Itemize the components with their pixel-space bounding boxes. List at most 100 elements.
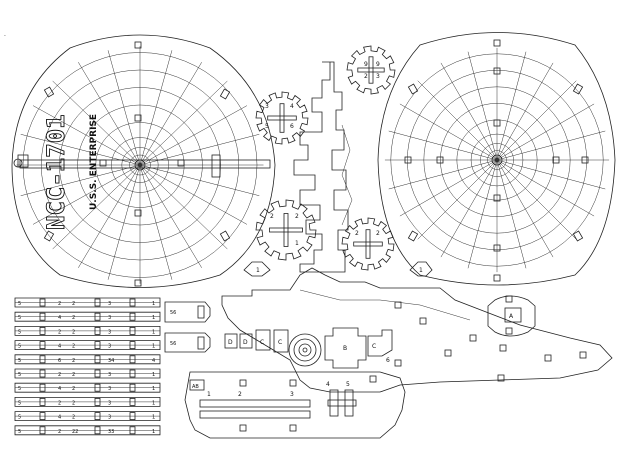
- saucer-spoke: [496, 159, 595, 217]
- svg-text:2: 2: [355, 230, 359, 237]
- svg-text:NCC-1701: NCC-1701: [42, 114, 70, 230]
- strip-label: 1: [152, 315, 155, 321]
- strip-label: 2: [72, 329, 75, 335]
- left-saucer: NCC-1701 U.S.S. ENTERPRISE: [11, 34, 276, 288]
- svg-text:1: 1: [295, 240, 299, 247]
- svg-text:AB: AB: [192, 384, 199, 390]
- saucer-spoke: [107, 50, 141, 166]
- saucer-spoke: [440, 62, 498, 161]
- connector-strip: 5 4 2 3 1: [14, 311, 161, 322]
- gear-slot: [283, 213, 289, 247]
- right-saucer: [377, 32, 616, 286]
- gear-slot: [353, 241, 383, 247]
- svg-text:5: 5: [265, 123, 269, 130]
- strip-label: 4: [58, 315, 61, 321]
- saucer-spoke: [78, 164, 141, 268]
- strip-label: 4: [58, 344, 61, 350]
- strip-label: 6: [58, 358, 61, 364]
- svg-text:C: C: [278, 339, 282, 346]
- strip-label: 1: [152, 329, 155, 335]
- saucer-spoke: [139, 105, 248, 166]
- strip-label: 5: [18, 315, 21, 321]
- strip-label: 5: [18, 400, 21, 406]
- svg-text:9: 9: [376, 61, 380, 68]
- ship-name: U.S.S. ENTERPRISE: [89, 114, 99, 210]
- gear-left-top: 3 4 5 6: [255, 91, 309, 145]
- saucer-spoke: [139, 50, 173, 166]
- gear-slot: [368, 56, 374, 84]
- strip-label: 3: [108, 344, 111, 350]
- strip-label: 2: [72, 415, 75, 421]
- saucer-spoke: [107, 164, 141, 280]
- gear-top-right: 9 9 2 3: [346, 45, 396, 95]
- saucer-spoke: [139, 164, 228, 250]
- strip-label: 5: [18, 329, 21, 335]
- saucer-spoke: [417, 159, 498, 240]
- saucer-spoke: [32, 164, 141, 225]
- strip-label: 5: [18, 358, 21, 364]
- svg-text:B: B: [343, 345, 347, 352]
- svg-text:6: 6: [290, 123, 294, 130]
- strip-label: 2: [72, 315, 75, 321]
- strip-label: 2: [72, 344, 75, 350]
- strip-label: 2: [72, 372, 75, 378]
- central-spine: [293, 61, 353, 273]
- strip-label: 2: [72, 358, 75, 364]
- strip-label: 5: [18, 415, 21, 421]
- strip-label: 3: [108, 400, 111, 406]
- svg-text:2: 2: [376, 230, 380, 237]
- svg-text:9: 9: [364, 61, 368, 68]
- saucer-spoke: [388, 130, 498, 161]
- svg-text:2: 2: [270, 213, 274, 220]
- svg-text:6: 6: [386, 357, 390, 364]
- svg-text:4: 4: [326, 381, 330, 388]
- svg-text:2: 2: [295, 213, 299, 220]
- strip-label: 3: [108, 372, 111, 378]
- saucer-spoke: [496, 159, 554, 258]
- gear-slot: [365, 229, 371, 259]
- saucer-spoke: [139, 164, 248, 225]
- svg-text:D: D: [228, 339, 233, 346]
- strip-label: 2: [58, 429, 61, 435]
- svg-text:3: 3: [265, 103, 269, 110]
- svg-text:56: 56: [170, 341, 176, 347]
- svg-text:U.S.S. ENTERPRISE: U.S.S. ENTERPRISE: [89, 114, 99, 210]
- svg-text:1: 1: [419, 267, 423, 274]
- strip-label: 1: [152, 301, 155, 307]
- saucer-spoke: [52, 164, 141, 250]
- strip-label: 5: [18, 386, 21, 392]
- saucer-spoke: [139, 164, 173, 280]
- svg-text:4: 4: [290, 103, 294, 110]
- strip-label: 2: [72, 400, 75, 406]
- svg-text:D: D: [243, 339, 248, 346]
- small-parts-row: 1 1: [243, 261, 433, 277]
- saucer-spoke: [399, 103, 498, 161]
- saucer-spoke: [496, 159, 527, 269]
- svg-text:3: 3: [290, 391, 294, 398]
- strip-label: 1: [152, 344, 155, 350]
- svg-text:C: C: [260, 339, 264, 346]
- gear-outline: [346, 45, 396, 95]
- saucer-spoke: [139, 164, 260, 196]
- svg-text:1: 1: [256, 267, 260, 274]
- saucer-spoke: [399, 159, 498, 217]
- saucer-spoke: [417, 80, 498, 161]
- svg-text:5: 5: [346, 381, 350, 388]
- saucer-spoke: [496, 159, 606, 190]
- svg-text:2: 2: [238, 391, 242, 398]
- gear-slot: [279, 103, 285, 133]
- strip-label: 3: [108, 315, 111, 321]
- side-tab-upper: 56: [164, 301, 211, 323]
- gear-outline: [255, 199, 317, 261]
- strip-label: 1: [152, 386, 155, 392]
- strip-label: 34: [108, 358, 114, 364]
- strip-label: 5: [18, 372, 21, 378]
- strip-label: 2: [72, 386, 75, 392]
- saucer-spoke: [139, 80, 228, 166]
- svg-text:3: 3: [376, 73, 380, 80]
